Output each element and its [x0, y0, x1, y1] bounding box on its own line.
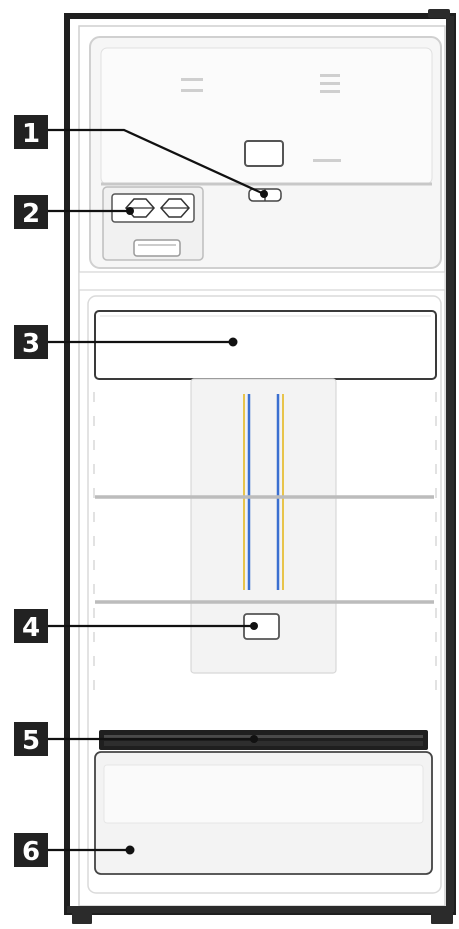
- humidity-control-bar-highlight: [104, 735, 423, 738]
- compartment-divider: [78, 271, 446, 291]
- callout-number-3: 3: [22, 329, 40, 359]
- callout-number-1: 1: [22, 119, 40, 149]
- humidity-control-bar-glass: [104, 741, 423, 746]
- callout-number-6: 6: [22, 837, 40, 867]
- control-slot: [313, 159, 341, 162]
- kick-plate: [67, 906, 453, 913]
- callout-number-4: 4: [22, 613, 40, 643]
- freezer-vent-right: [320, 82, 340, 85]
- fridge-compartment: [87, 295, 442, 894]
- callout-badge-3: [14, 325, 48, 359]
- leader-dot-4: [250, 622, 258, 630]
- control-panel-box: [244, 140, 284, 167]
- leader-dot-6: [125, 845, 135, 855]
- leader-dot-1: [260, 190, 268, 198]
- cabinet-base: [67, 906, 453, 924]
- leader-dots: [125, 190, 268, 855]
- callout-badge-5: [14, 722, 48, 756]
- callout-badge-2: [14, 195, 48, 229]
- callout-badge-4: [14, 609, 48, 643]
- hinge-top: [428, 9, 450, 18]
- callout-badges: 1 2 3 4 5 6: [14, 115, 48, 867]
- leader-dot-5: [250, 735, 258, 743]
- freezer-vent-left: [181, 89, 203, 92]
- callout-badge-1: [14, 115, 48, 149]
- chiller-drawer: [94, 310, 437, 380]
- leader-lines: [48, 128, 265, 852]
- callout-number-2: 2: [22, 199, 40, 229]
- foot-right: [431, 912, 453, 924]
- ice-bin: [133, 239, 181, 257]
- callout-badge-6: [14, 833, 48, 867]
- leader-dot-2: [126, 207, 134, 215]
- crisper-drawer-front: [103, 764, 424, 824]
- freezer-compartment: [89, 36, 442, 269]
- foot-left: [72, 912, 92, 924]
- cabinet-right-edge: [446, 16, 454, 912]
- leader-dot-3: [228, 337, 238, 347]
- freezer-vent-right: [320, 90, 340, 93]
- airflow-duct: [190, 378, 337, 674]
- leader-line-1: [48, 128, 265, 196]
- freezer-vent-right: [320, 74, 340, 77]
- freezer-vent-left: [181, 78, 203, 81]
- callout-number-5: 5: [22, 726, 40, 756]
